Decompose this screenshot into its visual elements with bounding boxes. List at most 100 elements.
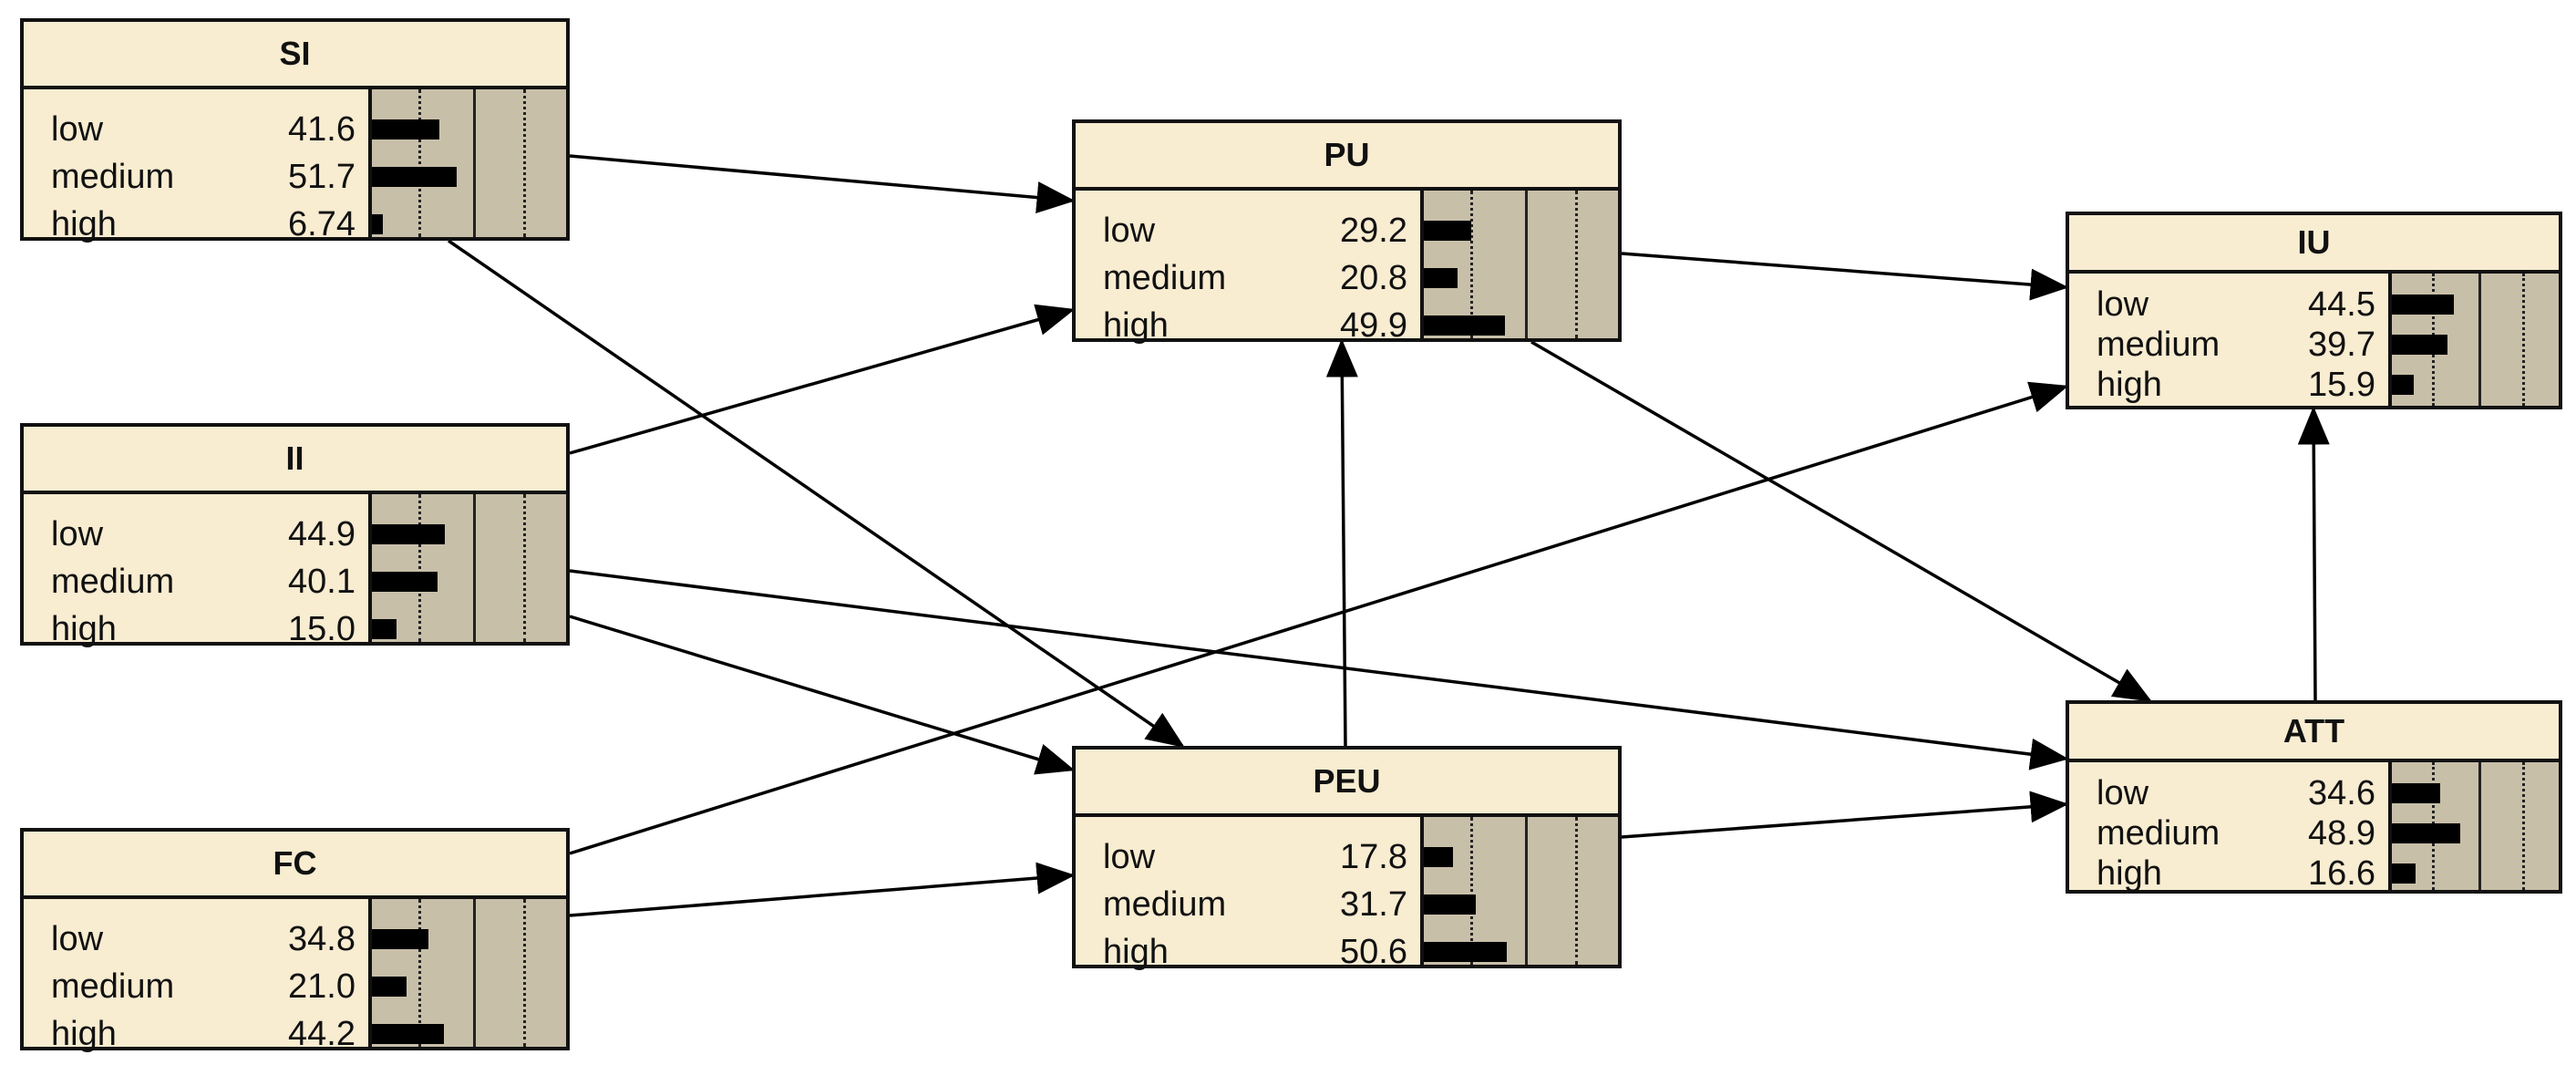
edge-peu-to-pu <box>1325 338 1358 747</box>
gridline <box>1470 817 1473 965</box>
probability-bar-low <box>2392 295 2454 315</box>
probability-bar-high <box>1424 315 1505 336</box>
state-label: high <box>51 1015 117 1053</box>
state-value: 6.74 <box>288 205 355 243</box>
state-value: 40.1 <box>288 563 355 601</box>
gridline <box>1470 191 1473 338</box>
gridline <box>1575 817 1578 965</box>
edge-fc-to-iu <box>569 381 2069 855</box>
state-row-medium: medium 40.1 <box>24 558 368 605</box>
probability-bar-medium <box>372 167 457 187</box>
probability-bar-high <box>372 619 397 639</box>
state-label: low <box>51 920 104 958</box>
state-label: medium <box>1103 885 1227 924</box>
probability-bar-low <box>372 929 428 949</box>
state-row-low: low 34.8 <box>24 915 368 963</box>
probability-bar-medium <box>372 977 407 997</box>
state-value: 15.9 <box>2308 366 2375 404</box>
gridline <box>473 899 476 1047</box>
probability-bar-high <box>372 1024 444 1044</box>
node-title: FC <box>24 832 566 899</box>
probability-bars <box>1420 191 1618 338</box>
probability-bar-high <box>2392 863 2416 884</box>
probability-bars <box>368 494 566 642</box>
state-label: medium <box>51 158 175 196</box>
state-row-low: low 44.5 <box>2069 281 2388 328</box>
state-value: 29.2 <box>1340 212 1407 250</box>
state-value: 34.8 <box>288 920 355 958</box>
gridline <box>2478 762 2481 890</box>
state-value: 39.7 <box>2308 326 2375 364</box>
probability-bar-low <box>1424 221 1471 241</box>
state-value: 21.0 <box>288 967 355 1006</box>
gridline <box>2522 762 2525 890</box>
probability-bar-high <box>2392 375 2414 395</box>
edge-ii-to-peu <box>569 615 1076 775</box>
state-value: 15.0 <box>288 610 355 648</box>
state-row-medium: medium 39.7 <box>2069 321 2388 368</box>
edge-pu-to-iu <box>1621 252 2069 301</box>
state-value: 44.5 <box>2308 285 2375 324</box>
state-label: low <box>1103 212 1156 250</box>
state-label: low <box>2097 774 2149 812</box>
edge-att-to-iu <box>2297 406 2330 701</box>
state-label: low <box>51 110 104 149</box>
probability-bar-low <box>372 524 445 544</box>
state-label: high <box>2097 366 2162 404</box>
state-label: medium <box>51 563 175 601</box>
gridline <box>418 494 421 642</box>
state-value: 17.8 <box>1340 838 1407 876</box>
state-label: medium <box>2097 326 2221 364</box>
edge-ii-to-pu <box>569 304 1076 455</box>
gridline <box>1575 191 1578 338</box>
state-value: 44.2 <box>288 1015 355 1053</box>
edge-pu-to-att <box>1530 340 2153 702</box>
probability-bar-medium <box>2392 823 2460 843</box>
probability-bars <box>368 89 566 237</box>
gridline <box>418 89 421 237</box>
state-row-high: high 16.6 <box>2069 850 2388 897</box>
state-value: 49.9 <box>1340 306 1407 345</box>
state-label: high <box>2097 854 2162 893</box>
state-row-medium: medium 51.7 <box>24 153 368 201</box>
state-value: 51.7 <box>288 158 355 196</box>
gridline <box>418 899 421 1047</box>
state-row-low: low 17.8 <box>1076 833 1420 881</box>
state-label: medium <box>1103 259 1227 297</box>
state-row-low: low 29.2 <box>1076 207 1420 254</box>
node-title: SI <box>24 22 566 89</box>
gridline <box>2478 274 2481 406</box>
state-value: 16.6 <box>2308 854 2375 893</box>
state-row-high: high 15.9 <box>2069 361 2388 408</box>
state-label: low <box>1103 838 1156 876</box>
probability-bar-low <box>2392 783 2440 803</box>
gridline <box>1525 817 1528 965</box>
gridline <box>2522 274 2525 406</box>
state-value: 41.6 <box>288 110 355 149</box>
state-value: 50.6 <box>1340 933 1407 971</box>
state-label: low <box>2097 285 2149 324</box>
state-row-low: low 41.6 <box>24 106 368 153</box>
state-row-high: high 44.2 <box>24 1010 368 1058</box>
